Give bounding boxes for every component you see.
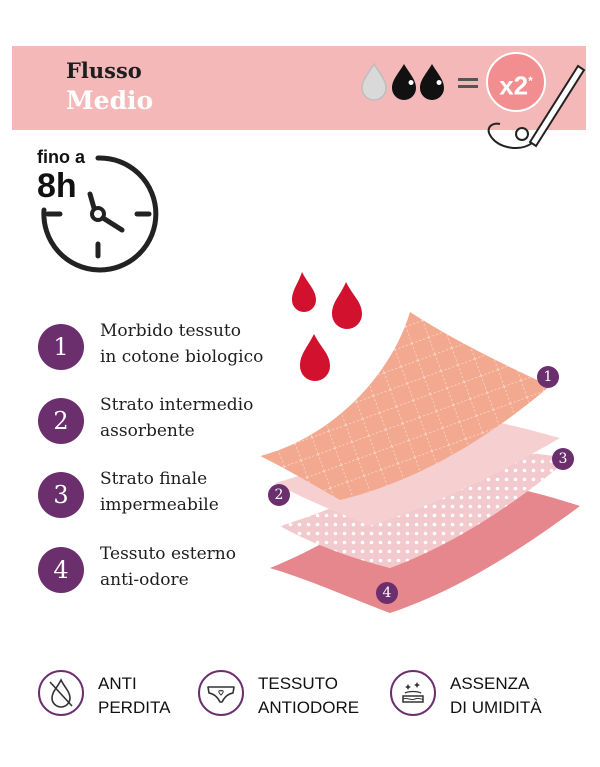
layer-badge-2: 2 — [268, 484, 290, 506]
dry-layers-icon — [390, 670, 436, 716]
drop-icon — [292, 272, 316, 312]
flow-drops-icon — [361, 62, 478, 101]
layer-badge-4: 4 — [376, 582, 398, 604]
feature-2: 2 Strato intermedio assorbente — [38, 395, 298, 450]
pad-layers-illustration — [260, 272, 580, 613]
equivalent-badge: x2* — [486, 52, 546, 112]
duration-value: 8h — [37, 167, 77, 205]
feature-number: 2 — [38, 398, 84, 444]
tampon-icon — [487, 64, 586, 150]
layer-badge-3: 3 — [552, 448, 574, 470]
feature-text: Strato finale impermeabile — [100, 469, 219, 515]
feature-text: Tessuto esterno anti-odore — [100, 544, 236, 590]
layer-badge-1: 1 — [537, 366, 559, 388]
benefit-label: ASSENZA DI UMIDITÀ — [450, 674, 542, 717]
feature-text: Strato intermedio assorbente — [100, 395, 254, 441]
underwear-icon — [198, 670, 244, 716]
benefit-odor: TESSUTO ANTIODORE — [198, 666, 378, 726]
layer-3 — [280, 446, 570, 568]
feature-text: Morbido tessuto in cotone biologico — [100, 321, 264, 367]
benefit-anti-leak: ANTI PERDITA — [38, 666, 198, 726]
feature-1: 1 Morbido tessuto in cotone biologico — [38, 321, 298, 376]
feature-4: 4 Tessuto esterno anti-odore — [38, 544, 298, 599]
flow-level: Medio — [66, 86, 154, 115]
layer-1 — [260, 312, 550, 500]
feature-number: 3 — [38, 472, 84, 518]
no-leak-drop-icon — [38, 670, 84, 716]
drop-icon — [300, 334, 330, 381]
duration-label: fino a — [37, 147, 85, 167]
feature-number: 1 — [38, 324, 84, 370]
feature-3: 3 Strato finale impermeabile — [38, 469, 298, 524]
flow-label: Flusso — [66, 58, 142, 83]
benefit-label: TESSUTO ANTIODORE — [258, 674, 360, 717]
clock-icon — [41, 155, 159, 273]
benefit-dry: ASSENZA DI UMIDITÀ — [390, 666, 580, 726]
feature-number: 4 — [38, 547, 84, 593]
drop-icon — [332, 282, 362, 329]
benefit-label: ANTI PERDITA — [98, 674, 171, 717]
